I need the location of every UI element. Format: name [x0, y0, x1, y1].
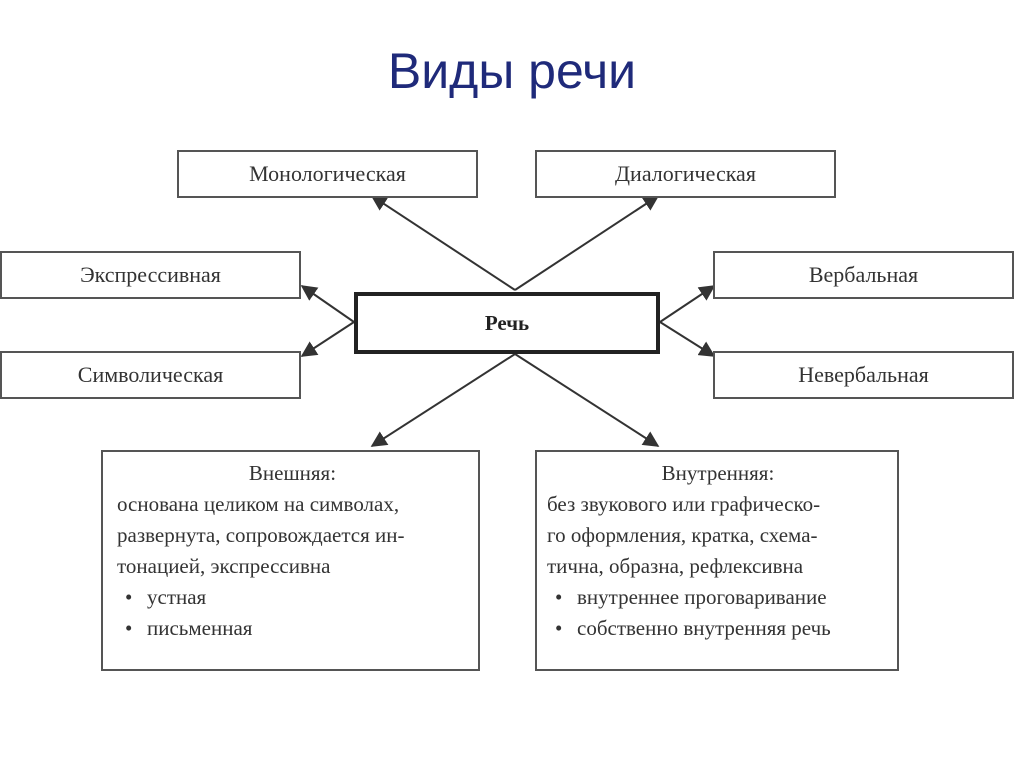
dialogic-box: Диалогическая — [535, 150, 836, 198]
internal-speech-box: Внутренняя: без звукового или графическо… — [535, 450, 899, 671]
external-bullet-text: устная — [147, 585, 207, 609]
nonverbal-box: Невербальная — [713, 351, 1014, 399]
speech-center-box: Речь — [354, 292, 660, 354]
internal-bullet: • собственно внутренняя речь — [547, 613, 889, 644]
arrow-to-dialogic — [514, 195, 660, 291]
internal-bullet: • внутреннее проговаривание — [547, 582, 889, 613]
bullet-dot-icon: • — [555, 616, 563, 640]
internal-bullet-text: внутреннее проговаривание — [577, 585, 827, 609]
internal-bullet-text: собственно внутренняя речь — [577, 616, 831, 640]
internal-line: го оформления, кратка, схема- — [547, 523, 818, 547]
arrow-to-symbolic — [300, 321, 355, 357]
arrow-to-external — [370, 353, 516, 447]
arrow-to-verbal — [659, 285, 716, 323]
internal-heading: Внутренняя: — [661, 461, 775, 485]
external-bullet-text: письменная — [147, 616, 253, 640]
internal-line: тична, образна, рефлексивна — [547, 554, 804, 578]
symbolic-box: Символическая — [0, 351, 301, 399]
external-line: основана целиком на символах, — [117, 492, 400, 516]
arrow-to-monologic — [370, 195, 516, 291]
page-title: Виды речи — [387, 43, 637, 99]
monologic-box: Монологическая — [177, 150, 478, 198]
external-line: развернута, сопровождается ин- — [117, 523, 405, 547]
verbal-box: Вербальная — [713, 251, 1014, 299]
external-bullet: • письменная — [117, 613, 468, 644]
arrow-to-expressive — [300, 285, 355, 323]
bullet-dot-icon: • — [125, 616, 133, 640]
bullet-dot-icon: • — [125, 585, 133, 609]
expressive-box: Экспрессивная — [0, 251, 301, 299]
internal-line: без звукового или графическо- — [547, 492, 821, 516]
external-bullet: • устная — [117, 582, 468, 613]
external-speech-box: Внешняя: основана целиком на символах, р… — [101, 450, 480, 671]
arrow-to-nonverbal — [659, 321, 716, 357]
arrow-to-internal — [514, 353, 660, 447]
bullet-dot-icon: • — [555, 585, 563, 609]
external-heading: Внешняя: — [248, 461, 337, 485]
external-line: тонацией, экспрессивна — [117, 554, 331, 578]
